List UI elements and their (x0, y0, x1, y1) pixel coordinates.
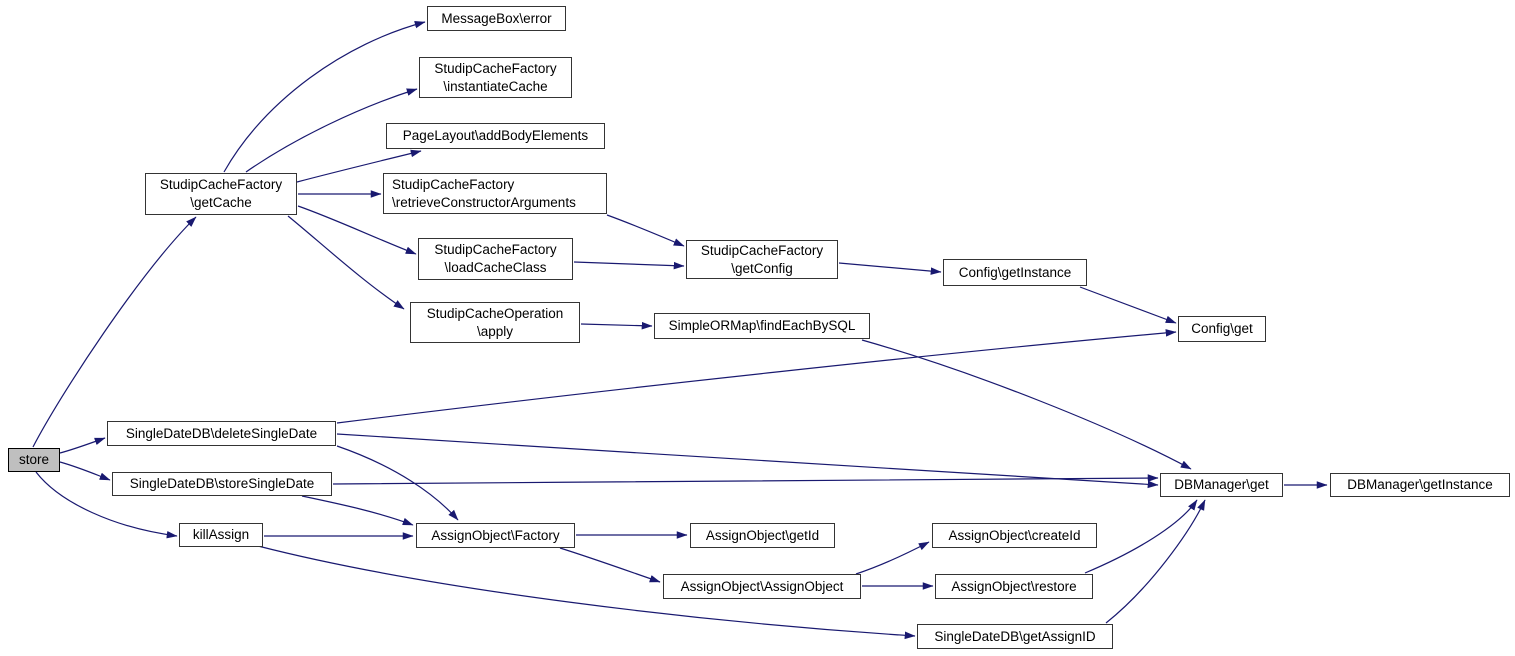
edge-deleteSingleDate-configGet (336, 329, 1177, 424)
node-singledatedb-storesingledate[interactable]: SingleDateDB\storeSingleDate (112, 472, 332, 496)
node-studipcachefactory-instantiatecache[interactable]: StudipCacheFactory \instantiateCache (419, 57, 572, 98)
node-singledatedb-deletesingledate[interactable]: SingleDateDB\deleteSingleDate (107, 421, 336, 446)
edge-apply-findEachBySQL (580, 321, 653, 330)
node-assignobject-restore[interactable]: AssignObject\restore (935, 574, 1093, 599)
node-studipcachefactory-getconfig[interactable]: StudipCacheFactory \getConfig (686, 240, 838, 279)
edge-restore-dbGet (1084, 499, 1198, 574)
edge-getCache-loadCacheClass (297, 205, 417, 255)
node-config-get[interactable]: Config\get (1178, 316, 1266, 342)
edge-getCache-instantiateCache (245, 88, 418, 173)
node-pagelayout-addbodyelements[interactable]: PageLayout\addBodyElements (386, 123, 605, 149)
edge-retrieveConstructorArguments-getConfig (606, 214, 685, 247)
edge-loadCacheClass-getConfig (573, 261, 685, 270)
node-studipcacheoperation-apply[interactable]: StudipCacheOperation \apply (410, 302, 580, 343)
edge-factory-assignObject (559, 547, 661, 583)
node-dbmanager-getinstance[interactable]: DBManager\getInstance (1330, 473, 1510, 497)
node-messagebox-error[interactable]: MessageBox\error (427, 6, 566, 31)
node-dbmanager-get[interactable]: DBManager\get (1160, 473, 1283, 497)
node-studipcachefactory-getcache[interactable]: StudipCacheFactory \getCache (145, 173, 297, 215)
node-assignobject-factory[interactable]: AssignObject\Factory (416, 523, 575, 548)
edge-store-deleteSingleDate (59, 437, 106, 454)
edge-deleteSingleDate-dbGet (336, 433, 1159, 489)
edge-store-storeSingleDate (59, 461, 111, 481)
node-killassign[interactable]: killAssign (179, 523, 263, 547)
edge-deleteSingleDate-factory (336, 445, 459, 521)
node-studipcachefactory-retrieveconstructorarguments[interactable]: StudipCacheFactory \retrieveConstructorA… (383, 173, 607, 214)
edge-configGetInstance-configGet (1079, 286, 1177, 324)
node-assignobject-getid[interactable]: AssignObject\getId (690, 523, 835, 548)
edge-store-getCache (32, 216, 197, 448)
edge-storeSingleDate-factory (301, 495, 414, 526)
node-store: store (8, 448, 60, 472)
edge-getCache-error (223, 20, 426, 173)
node-simpleormap-findeachbysql[interactable]: SimpleORMap\findEachBySQL (654, 313, 870, 339)
edge-getConfig-configGetInstance (838, 262, 942, 275)
node-config-getinstance[interactable]: Config\getInstance (943, 259, 1087, 286)
node-assignobject-createid[interactable]: AssignObject\createId (932, 523, 1097, 548)
edge-getCache-apply (287, 215, 405, 310)
node-studipcachefactory-loadcacheclass[interactable]: StudipCacheFactory \loadCacheClass (418, 238, 573, 280)
node-assignobject-assignobject[interactable]: AssignObject\AssignObject (663, 574, 861, 599)
edge-findEachBySQL-dbGet (861, 339, 1192, 470)
edge-killAssign-getAssignID (257, 545, 916, 640)
edge-getAssignID-dbGet (1105, 499, 1206, 624)
edge-storeSingleDate-dbGet (332, 474, 1159, 485)
node-singledatedb-getassignid[interactable]: SingleDateDB\getAssignID (917, 624, 1113, 649)
edge-store-killAssign (35, 471, 178, 539)
edge-getCache-addBodyElements (296, 149, 422, 183)
edge-assignObject-createId (855, 541, 930, 575)
